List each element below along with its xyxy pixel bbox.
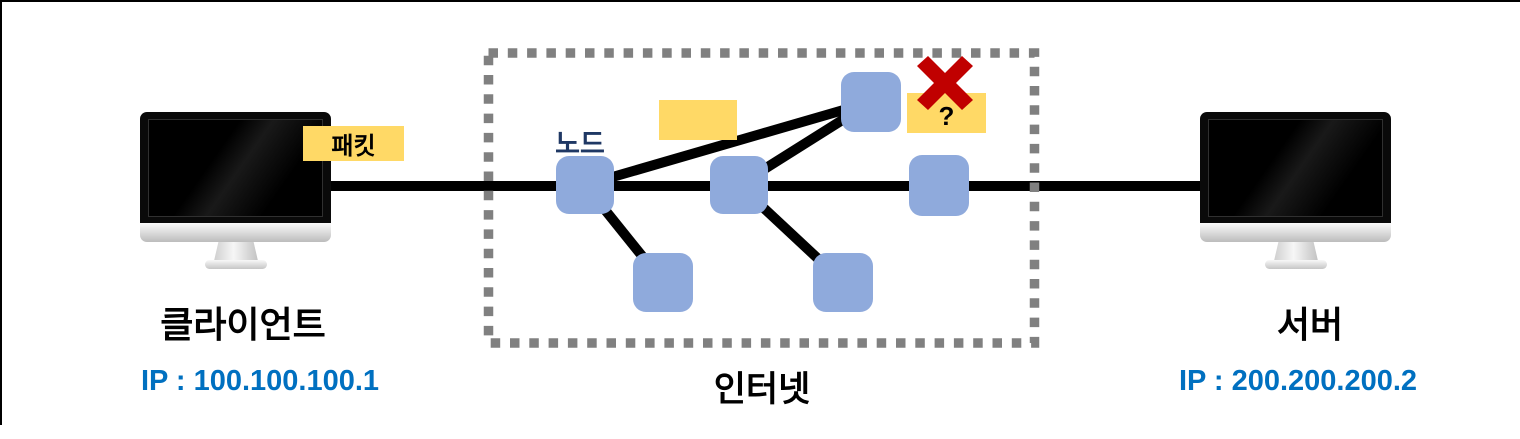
internet-node-top bbox=[841, 72, 901, 132]
client-ip: IP : 100.100.100.1 bbox=[140, 365, 380, 397]
packet-label: 패킷 bbox=[303, 126, 404, 161]
client-monitor-base bbox=[205, 260, 267, 269]
packet-in-transit-box bbox=[659, 100, 737, 140]
server-monitor-base bbox=[1265, 260, 1327, 269]
server-monitor-stand bbox=[1274, 242, 1318, 261]
internet-label: 인터넷 bbox=[713, 370, 811, 409]
client-label: 클라이언트 bbox=[160, 304, 326, 345]
client-monitor-screen bbox=[148, 119, 323, 217]
internet-node-3 bbox=[909, 155, 969, 216]
internet-node-2 bbox=[710, 156, 768, 214]
server-monitor bbox=[1200, 112, 1391, 269]
server-monitor-chin bbox=[1200, 223, 1391, 242]
left-frame-line bbox=[0, 0, 2, 425]
link-node1-top bbox=[583, 97, 873, 190]
question-mark: ? bbox=[938, 101, 955, 131]
top-frame-line bbox=[0, 0, 1520, 2]
internet-node-bottom-left bbox=[633, 253, 693, 312]
internet-boundary-box bbox=[483, 48, 1040, 348]
packet-loss-x-icon bbox=[917, 56, 973, 110]
server-monitor-screen bbox=[1208, 119, 1383, 217]
server-ip: IP : 200.200.200.2 bbox=[1178, 365, 1418, 397]
internet-node-bottom-right bbox=[813, 253, 873, 312]
client-monitor-body bbox=[140, 112, 331, 223]
server-label: 서버 bbox=[1276, 304, 1344, 345]
server-monitor-body bbox=[1200, 112, 1391, 223]
node-label: 노드 bbox=[555, 129, 605, 159]
client-monitor-stand bbox=[214, 242, 258, 261]
client-monitor-chin bbox=[140, 223, 331, 242]
internet-node-1 bbox=[556, 156, 614, 214]
packet-label-text: 패킷 bbox=[331, 133, 376, 160]
client-monitor bbox=[140, 112, 331, 269]
